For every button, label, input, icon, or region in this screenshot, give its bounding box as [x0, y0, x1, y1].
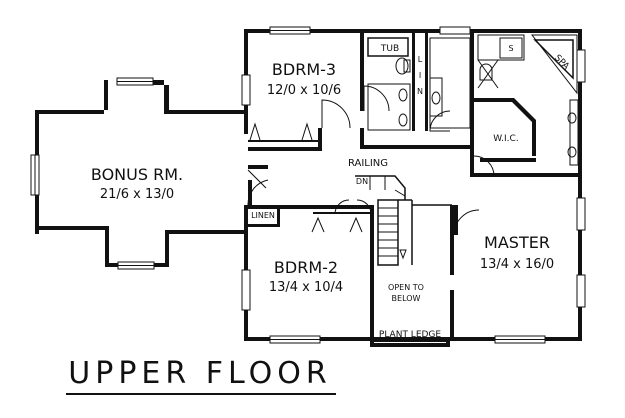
- linen-closet-l: L: [418, 55, 423, 64]
- bdrm3-dims: 12/0 x 10/6: [267, 83, 341, 98]
- shower-label: S: [508, 44, 513, 53]
- bonus-room-dims: 21/6 x 13/0: [100, 187, 174, 202]
- linen-label: LINEN: [251, 211, 275, 220]
- bonus-room-windows: [30, 77, 155, 270]
- plant-ledge-label: PLANT LEDGE: [379, 330, 442, 340]
- spa-label: SPA: [552, 53, 571, 72]
- tub-label: TUB: [380, 44, 399, 54]
- main-windows: [241, 26, 586, 344]
- bonus-room-name: BONUS RM.: [91, 165, 183, 184]
- linen-closet-i: I: [419, 71, 421, 80]
- wic-label: W.I.C.: [493, 134, 518, 144]
- bdrm2-name: BDRM-2: [274, 258, 338, 277]
- bdrm3-name: BDRM-3: [272, 60, 336, 79]
- page-title: UPPER FLOOR: [68, 356, 331, 391]
- linen-closet-n: N: [417, 87, 423, 96]
- master-name: MASTER: [484, 233, 550, 252]
- bdrm2-dims: 13/4 x 10/4: [269, 280, 343, 295]
- interior-walls: [248, 29, 582, 340]
- stairs: [355, 175, 452, 266]
- open-to-below-line2: BELOW: [392, 294, 421, 303]
- master-dims: 13/4 x 16/0: [480, 257, 554, 272]
- open-to-below-line1: OPEN TO: [388, 283, 424, 292]
- bath-fixtures: [367, 34, 579, 166]
- railing-label: RAILING: [348, 158, 388, 169]
- room-labels: BONUS RM. 21/6 x 13/0 BDRM-3 12/0 x 10/6…: [91, 44, 572, 340]
- down-label: DN: [356, 177, 368, 186]
- doors: [247, 85, 495, 236]
